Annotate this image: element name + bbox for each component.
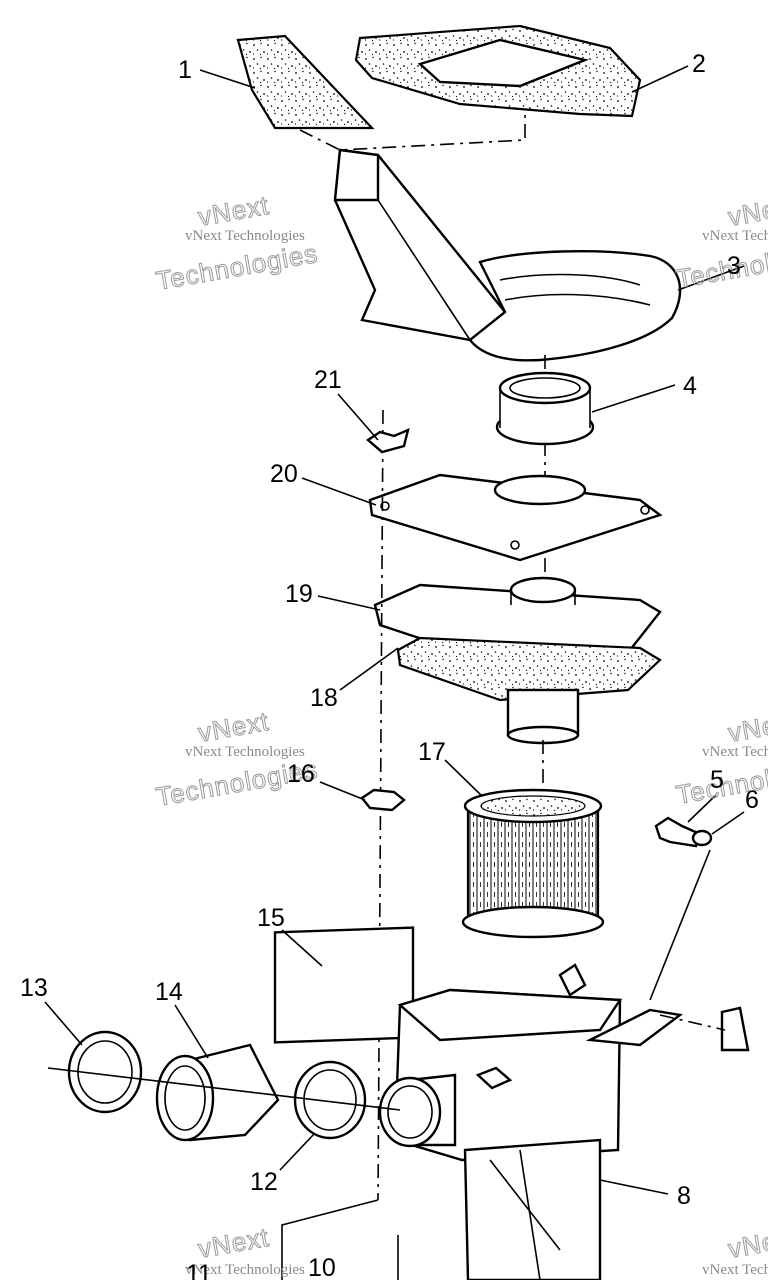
svg-text:vNext Technologies: vNext Technologies [702, 744, 768, 760]
callout-20: 20 [270, 460, 298, 488]
alignment-line-bracket [659, 1014, 726, 1031]
svg-text:vNext: vNext [726, 1222, 768, 1264]
callout-labels: 1 2 3 4 5 6 8 11 10 12 13 14 15 16 17 18… [20, 50, 759, 1280]
callout-11: 11 [186, 1260, 212, 1280]
part-15-label [273, 926, 415, 1044]
part-18-gasket [396, 636, 662, 745]
svg-text:vNext Technologies: vNext Technologies [185, 744, 305, 760]
part-14-boot [155, 1043, 280, 1142]
part-16-nut [360, 788, 406, 812]
svg-text:vNext: vNext [196, 706, 272, 748]
watermark-upper-right: vNext Technologies vNext Technologies [673, 189, 768, 294]
watermark-middle-left: vNext Technologies vNext Technologies [153, 705, 321, 812]
svg-text:vNext Technologies: vNext Technologies [702, 228, 768, 244]
airbox-intake-spout [378, 1073, 457, 1148]
callout-21: 21 [314, 366, 342, 394]
alignment-line-top [299, 115, 526, 151]
svg-text:Technologies: Technologies [154, 238, 321, 296]
stud-alignment-line [377, 409, 384, 1201]
callout-2: 2 [692, 50, 706, 78]
bottom-bracket-line [281, 1199, 379, 1280]
svg-text:vNext: vNext [196, 190, 272, 232]
svg-text:vNext Technologies: vNext Technologies [185, 228, 305, 244]
callout-leaders [44, 65, 745, 1195]
part-17-filter-element [461, 788, 605, 939]
part-21-wing-nut [366, 427, 410, 454]
svg-text:vNext: vNext [726, 706, 768, 748]
svg-text:vNext: vNext [196, 1222, 272, 1264]
callout-3: 3 [727, 252, 741, 280]
callout-4: 4 [683, 372, 697, 400]
callout-10: 10 [308, 1254, 336, 1280]
leader-bolt-to-bracket [649, 849, 711, 1001]
intake-axis-line [47, 1067, 401, 1111]
callout-1: 1 [178, 56, 192, 84]
part-6-washer [691, 829, 713, 847]
svg-text:vNext: vNext [726, 190, 768, 232]
svg-text:vNext Technologies: vNext Technologies [185, 1262, 305, 1278]
callout-8: 8 [677, 1182, 691, 1210]
part-4-coupler [495, 371, 595, 446]
callout-14: 14 [155, 978, 183, 1006]
watermark-bottom-right: vNext Technologies vNext [702, 1221, 768, 1278]
callout-15: 15 [257, 904, 285, 932]
callout-5: 5 [710, 766, 724, 794]
part-2-foam-frame [354, 24, 642, 118]
part-3-intake-snorkel [333, 148, 682, 362]
part-12-clamp [293, 1060, 367, 1140]
callout-19: 19 [285, 580, 313, 608]
watermark-upper-left: vNext Technologies vNext Technologies [153, 189, 321, 296]
part-1-foam-wedge [236, 34, 375, 130]
svg-text:Technologies: Technologies [674, 236, 768, 294]
svg-text:vNext Technologies: vNext Technologies [702, 1262, 768, 1278]
callout-17: 17 [418, 738, 446, 766]
part-20-cover-plate [368, 473, 663, 562]
callout-18: 18 [310, 684, 338, 712]
callout-12: 12 [250, 1168, 278, 1196]
callout-13: 13 [20, 974, 48, 1002]
callout-6: 6 [745, 786, 759, 814]
callout-16: 16 [287, 760, 315, 788]
